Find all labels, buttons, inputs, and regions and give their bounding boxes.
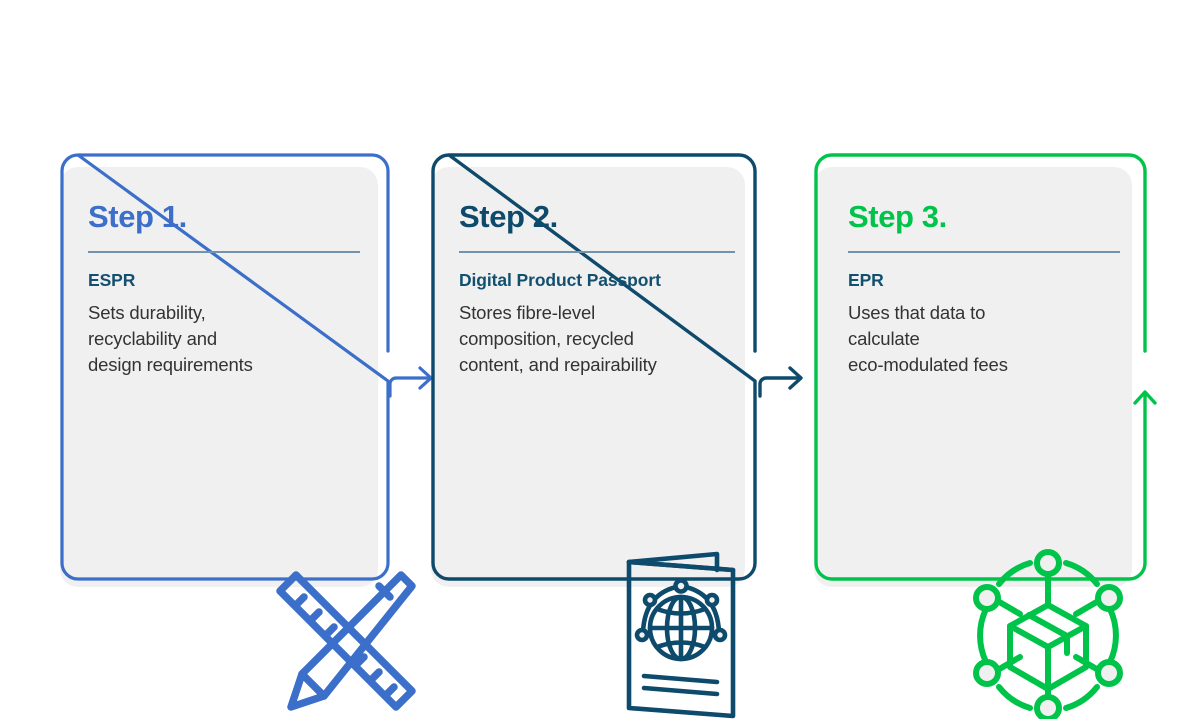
step-subtitle: Digital Product Passport bbox=[459, 269, 661, 290]
step-body: Stores fibre-level composition, recycled… bbox=[459, 301, 657, 376]
card-background-panel bbox=[431, 167, 745, 587]
card-text-3: Step 3. EPR Uses that data to calculate … bbox=[848, 199, 1124, 379]
connected-cube-icon bbox=[973, 549, 1123, 719]
card-text-1: Step 1. ESPR Sets durability, recyclabil… bbox=[88, 199, 360, 379]
step-subtitle: ESPR bbox=[88, 269, 136, 290]
card-background-panel bbox=[60, 167, 378, 587]
step-title: Step 2. bbox=[459, 199, 558, 234]
card-background-panel bbox=[814, 167, 1132, 587]
title-divider bbox=[848, 250, 1120, 253]
arrow-step1-to-step2 bbox=[388, 366, 433, 398]
step-body: Uses that data to calculate eco-modulate… bbox=[848, 301, 1008, 376]
step-title: Step 1. bbox=[88, 199, 187, 234]
step-card-1[interactable]: Step 1. ESPR Sets durability, recyclabil… bbox=[60, 153, 416, 711]
title-divider bbox=[459, 250, 735, 253]
step-title: Step 3. bbox=[848, 199, 947, 234]
step-card-3[interactable]: Step 3. EPR Uses that data to calculate … bbox=[814, 153, 1157, 719]
step-card-2[interactable]: Step 2. Digital Product Passport Stores … bbox=[431, 153, 763, 719]
arrow-step2-to-step3 bbox=[758, 366, 803, 398]
card-text-2: Step 2. Digital Product Passport Stores … bbox=[459, 199, 741, 379]
card-outline-2 bbox=[431, 153, 757, 581]
card-outline-1 bbox=[60, 153, 390, 581]
ruler-and-pencil-icon bbox=[276, 571, 416, 711]
step-subtitle: EPR bbox=[848, 269, 884, 290]
passport-globe-icon bbox=[626, 551, 736, 719]
card-outline-3 bbox=[814, 153, 1157, 581]
title-divider bbox=[88, 250, 360, 253]
step-body: Sets durability, recyclability and desig… bbox=[88, 301, 253, 376]
